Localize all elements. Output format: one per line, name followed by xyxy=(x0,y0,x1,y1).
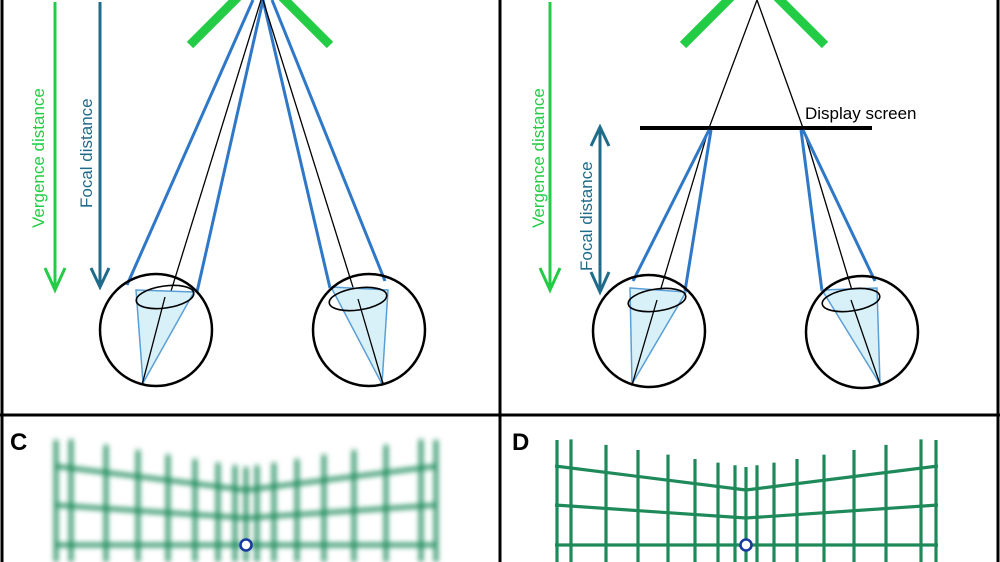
vergence-arrow xyxy=(538,2,562,294)
grid-line xyxy=(53,503,247,520)
fixation-circle-icon xyxy=(239,538,253,552)
grid-line xyxy=(53,464,247,492)
focal-distance-label: Focal distance xyxy=(77,98,96,208)
grid-line xyxy=(554,464,747,492)
fixation-circle-icon xyxy=(739,538,753,552)
grid-line xyxy=(745,464,939,492)
grid-line xyxy=(245,503,439,520)
distorted-grid xyxy=(53,439,439,562)
grid-line xyxy=(554,503,747,520)
eye-icon xyxy=(804,274,920,390)
panel-letter-d: D xyxy=(512,429,529,456)
display-screen-label: Display screen xyxy=(805,104,917,123)
ray-bundle xyxy=(631,129,877,292)
eye-icon xyxy=(98,272,214,388)
panel-d: D xyxy=(512,429,939,562)
panel-letter-c: C xyxy=(10,429,27,456)
vergence-arrow xyxy=(43,2,67,294)
vergence-distance-label: Vergence distance xyxy=(29,88,48,228)
chevron-target-icon xyxy=(186,0,334,49)
focal-distance-label: Focal distance xyxy=(577,161,596,271)
grid-line xyxy=(245,464,439,492)
focal-arrow xyxy=(89,2,111,291)
panel-c: C xyxy=(10,429,439,562)
panel-a: Vergence distance Focal distance xyxy=(29,0,427,388)
eye-icon xyxy=(311,272,427,388)
panel-b: Vergence distance Focal distance Display… xyxy=(529,0,920,390)
ray-bundle xyxy=(125,0,387,293)
vergence-distance-label: Vergence distance xyxy=(529,88,548,228)
focal-arrow xyxy=(589,123,611,296)
grid-line xyxy=(745,503,939,520)
chief-rays xyxy=(631,0,881,386)
chevron-target-icon xyxy=(679,0,829,49)
eye-icon xyxy=(591,273,707,389)
chief-rays xyxy=(141,0,384,386)
distorted-grid xyxy=(554,439,939,562)
